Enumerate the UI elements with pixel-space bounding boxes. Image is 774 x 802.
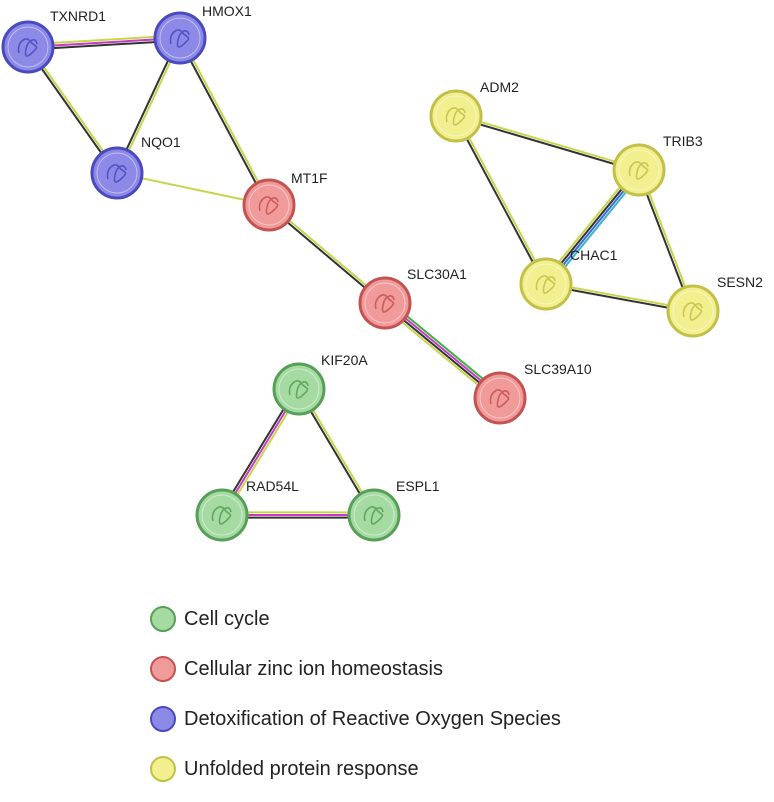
edge-hmox1-mt1f: [177, 36, 272, 207]
node-label: SLC39A10: [524, 361, 592, 377]
edge-evidence-line: [453, 116, 546, 286]
legend-item-ros: Detoxification of Reactive Oxygen Specie…: [150, 702, 561, 736]
node-hmox1[interactable]: HMOX1: [153, 3, 252, 65]
node-kif20a[interactable]: KIF20A: [272, 352, 368, 416]
node-adm2[interactable]: ADM2: [429, 79, 519, 143]
protein-structure-icon: [628, 161, 649, 180]
node-label: TXNRD1: [50, 8, 106, 24]
edge-evidence-line: [455, 116, 639, 173]
protein-structure-icon: [535, 275, 556, 294]
edge-evidence-line: [177, 38, 269, 207]
protein-structure-icon: [106, 164, 127, 183]
node-circle[interactable]: [612, 143, 666, 197]
legend-item-upr: Unfolded protein response: [150, 752, 561, 786]
node-highlight: [672, 290, 714, 332]
node-slc39a10[interactable]: SLC39A10: [473, 361, 592, 425]
protein-structure-icon: [169, 29, 190, 48]
node-highlight: [96, 152, 138, 194]
node-highlight: [248, 184, 290, 226]
node-highlight: [278, 368, 320, 410]
node-label: CHAC1: [570, 247, 618, 263]
node-circle[interactable]: [242, 178, 296, 232]
node-circle[interactable]: [519, 257, 573, 311]
node-nqo1[interactable]: NQO1: [90, 134, 181, 200]
node-highlight: [479, 377, 521, 419]
node-txnrd1[interactable]: TXNRD1: [1, 8, 106, 74]
protein-structure-icon: [17, 38, 38, 57]
node-highlight: [201, 494, 243, 536]
edge-adm2-chac1: [453, 114, 549, 286]
legend-label: Detoxification of Reactive Oxygen Specie…: [184, 707, 561, 730]
edge-evidence-line: [180, 36, 272, 205]
node-highlight: [618, 149, 660, 191]
node-circle[interactable]: [1, 20, 55, 74]
protein-structure-icon: [288, 380, 309, 399]
node-circle[interactable]: [90, 146, 144, 200]
node-highlight: [435, 95, 477, 137]
protein-structure-icon: [445, 107, 466, 126]
protein-structure-icon: [682, 302, 703, 321]
node-espl1[interactable]: ESPL1: [347, 478, 440, 542]
protein-structure-icon: [489, 389, 510, 408]
legend-item-zinc: Cellular zinc ion homeostasis: [150, 652, 561, 686]
node-label: RAD54L: [246, 478, 299, 494]
legend: Cell cycle Cellular zinc ion homeostasis…: [150, 602, 561, 802]
node-mt1f[interactable]: MT1F: [242, 170, 328, 232]
edge-evidence-line: [456, 113, 640, 170]
node-highlight: [525, 263, 567, 305]
node-circle[interactable]: [473, 371, 527, 425]
edge-adm2-trib3: [455, 113, 640, 173]
node-circle[interactable]: [429, 89, 483, 143]
node-circle[interactable]: [347, 488, 401, 542]
node-label: SLC30A1: [407, 266, 467, 282]
node-label: KIF20A: [321, 352, 368, 368]
protein-structure-icon: [374, 294, 395, 313]
node-circle[interactable]: [358, 276, 412, 330]
node-circle[interactable]: [153, 11, 207, 65]
node-rad54l[interactable]: RAD54L: [195, 478, 299, 542]
node-label: HMOX1: [202, 3, 252, 19]
protein-structure-icon: [258, 196, 279, 215]
node-label: ESPL1: [396, 478, 440, 494]
legend-item-cell-cycle: Cell cycle: [150, 602, 561, 636]
legend-label: Unfolded protein response: [184, 757, 419, 780]
node-label: TRIB3: [663, 133, 703, 149]
edge-evidence-line: [456, 114, 549, 284]
legend-swatch-ros: [150, 706, 176, 732]
legend-swatch-cell-cycle: [150, 606, 176, 632]
node-circle[interactable]: [195, 488, 249, 542]
node-label: ADM2: [480, 79, 519, 95]
node-label: NQO1: [141, 134, 181, 150]
node-sesn2[interactable]: SESN2: [666, 274, 763, 338]
node-circle[interactable]: [666, 284, 720, 338]
legend-swatch-upr: [150, 756, 176, 782]
node-highlight: [364, 282, 406, 324]
node-label: MT1F: [291, 170, 328, 186]
node-chac1[interactable]: CHAC1: [519, 247, 618, 311]
legend-label: Cell cycle: [184, 607, 270, 630]
node-highlight: [353, 494, 395, 536]
node-circle[interactable]: [272, 362, 326, 416]
legend-label: Cellular zinc ion homeostasis: [184, 657, 444, 680]
node-highlight: [7, 26, 49, 68]
node-highlight: [159, 17, 201, 59]
protein-structure-icon: [363, 506, 384, 525]
node-label: SESN2: [717, 274, 763, 290]
edges-layer: [26, 34, 696, 519]
protein-structure-icon: [211, 506, 232, 525]
node-slc30a1[interactable]: SLC30A1: [358, 266, 467, 330]
legend-swatch-zinc: [150, 656, 176, 682]
node-trib3[interactable]: TRIB3: [612, 133, 703, 197]
